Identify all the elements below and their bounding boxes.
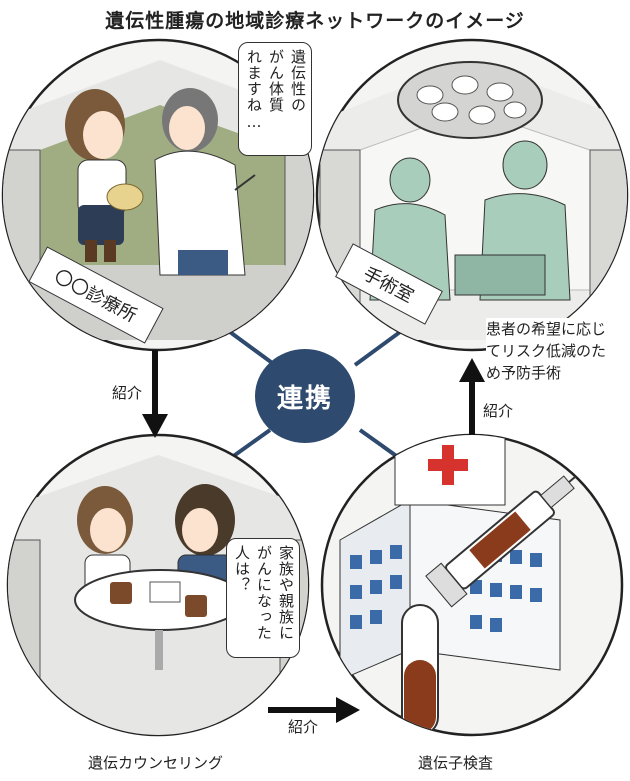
surgery-note: 患者の希望に応じ てリスク低減のた め予防手術 [486,318,607,384]
syringe [425,458,597,608]
counseling-speech-line-3: 人は？ [233,545,251,593]
surgery-note-line-3: め予防手術 [486,364,562,382]
surgery-scene [315,38,629,352]
surgery-note-line-2: てリスク低減のた [486,342,607,360]
surgery-note-line-1: 患者の希望に応じ [486,320,607,338]
referral-label-1: 紹介 [112,384,143,402]
counseling-scene [6,433,310,737]
counseling-speech-line-1: 家族や親族に [277,545,295,641]
counseling-speech-line-2: がんになった [255,545,273,641]
doctor-figure [154,88,256,276]
genetic-test-caption: 遺伝子検査 [418,754,494,772]
clinic-speech-line-1: 遺伝性の [289,49,307,113]
referral-label-2: 紹介 [288,718,319,736]
test-tube [401,604,439,735]
clinic-speech-line-2: がん体質 [267,49,285,113]
collaboration-badge: 連携 [255,349,355,443]
counseling-caption: 遺伝カウンセリング [88,754,224,772]
clinic-speech-bubble: 遺伝性の がん体質 れますね… [238,42,312,156]
arrow-counseling-to-test [268,697,360,723]
patient-figure [65,89,144,262]
clinic-speech-line-3: れますね… [245,49,263,132]
counseling-speech-bubble: 家族や親族に がんになった 人は？ [226,538,300,658]
genetic-test-scene [320,433,624,737]
arrow-test-to-surgery [459,358,485,435]
arrow-clinic-to-counseling [142,350,168,438]
referral-label-3: 紹介 [483,402,514,420]
diagram-title: 遺伝性腫瘍の地域診療ネットワークのイメージ [105,10,525,32]
